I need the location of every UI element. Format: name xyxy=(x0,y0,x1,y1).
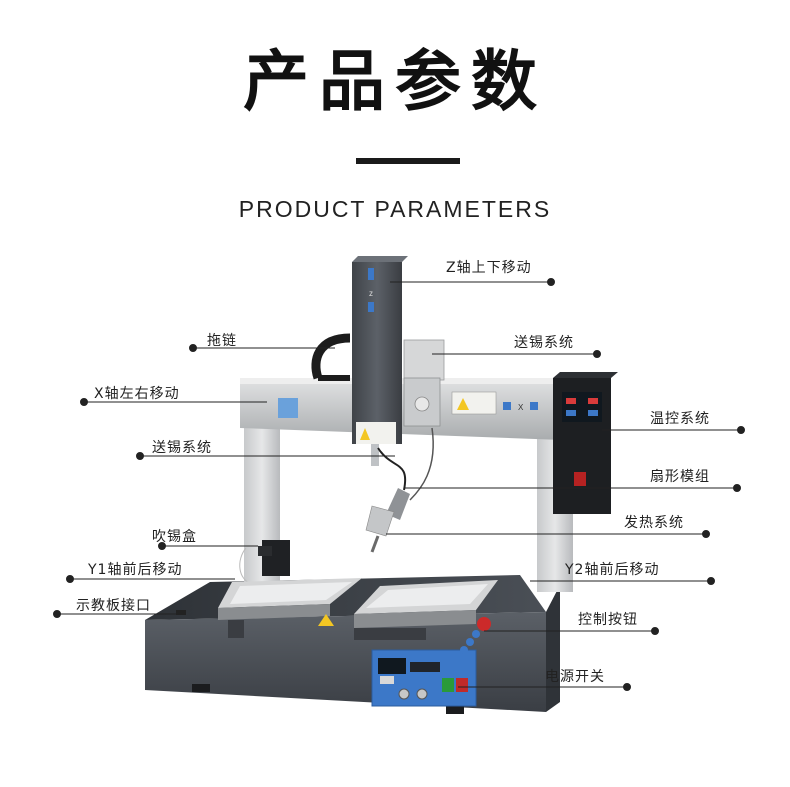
svg-text:X: X xyxy=(518,403,524,412)
label-control-buttons: 控制按钮 xyxy=(578,612,638,628)
label-tin-feed-mid: 送锡系统 xyxy=(152,440,212,456)
label-fan-module: 扇形模组 xyxy=(650,469,710,485)
svg-text:z: z xyxy=(369,289,373,298)
title-underline xyxy=(356,158,460,164)
emergency-button xyxy=(477,617,491,631)
z-axis-column xyxy=(352,262,402,444)
page-subtitle: PRODUCT PARAMETERS xyxy=(238,196,552,222)
label-x-axis: X轴左右移动 xyxy=(94,386,180,402)
label-y1-axis: Y1轴前后移动 xyxy=(88,562,183,578)
label-power-switch: 电源开关 xyxy=(545,669,605,685)
teach-port xyxy=(176,610,186,615)
label-z-axis: Z轴上下移动 xyxy=(446,260,532,276)
power-switch xyxy=(442,678,454,692)
tin-feeder xyxy=(403,339,445,381)
base-side xyxy=(546,585,560,712)
label-temp-control: 温控系统 xyxy=(650,411,710,427)
label-tin-feed-top: 送锡系统 xyxy=(514,335,574,351)
label-heating: 发热系统 xyxy=(624,515,684,531)
heating-tip xyxy=(370,535,380,553)
tin-blow-box xyxy=(262,540,290,576)
page-title: 产品参数 xyxy=(243,43,547,120)
label-tin-blow-box: 吹锡盒 xyxy=(152,529,197,545)
label-drag-chain: 拖链 xyxy=(207,333,237,349)
label-teach-port: 示教板接口 xyxy=(76,598,151,614)
label-y2-axis: Y2轴前后移动 xyxy=(565,562,660,578)
drag-chain xyxy=(311,333,351,380)
